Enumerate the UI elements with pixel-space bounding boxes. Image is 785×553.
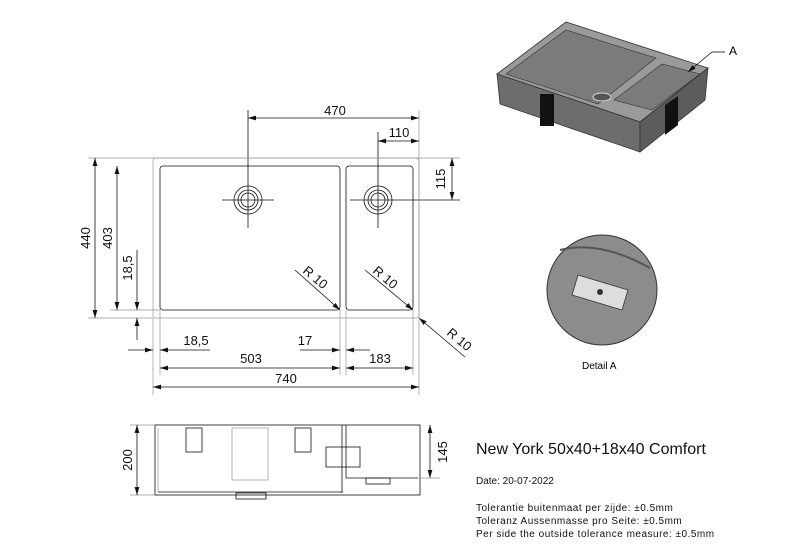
- sink-outline: [152, 157, 420, 319]
- dim-18-5-horizontal: 18,5: [183, 333, 208, 348]
- front-outline: [154, 424, 421, 496]
- drain-small-icon: [350, 132, 460, 228]
- dim-110: 110: [389, 125, 410, 140]
- tolerance-de: Toleranz Aussenmasse pro Seite: ±0.5mm: [476, 516, 683, 527]
- tolerance-en: Per side the outside tolerance measure: …: [476, 529, 715, 540]
- product-title: New York 50x40+18x40 Comfort: [476, 441, 706, 458]
- dim-145: 145: [435, 441, 450, 463]
- radius-small-bowl: R 10: [370, 263, 401, 292]
- large-bowl: [159, 165, 341, 311]
- dim-470: 470: [324, 103, 346, 118]
- callout-a: A: [729, 44, 738, 58]
- sink-3d-view: [496, 21, 725, 153]
- dim-17: 17: [298, 333, 312, 348]
- front-view: 200 145: [120, 424, 450, 500]
- dim-18-5-vertical: 18,5: [120, 255, 135, 280]
- dim-503: 503: [240, 351, 262, 366]
- tolerance-nl: Tolerantie buitenmaat per zijde: ±0.5mm: [476, 503, 674, 514]
- drawing-date: Date: 20-07-2022: [476, 476, 554, 487]
- dim-440: 440: [78, 227, 93, 249]
- drain-large-icon: [222, 110, 274, 228]
- top-view: 470 110 115 440 403 18,5 18,5 17 503 183…: [78, 103, 475, 395]
- dim-200: 200: [120, 449, 135, 471]
- dim-115: 115: [433, 169, 448, 190]
- detail-a-view: [546, 234, 658, 346]
- dim-403: 403: [100, 227, 115, 249]
- small-bowl: [345, 165, 414, 311]
- dim-740: 740: [275, 371, 297, 386]
- radius-outer: R 10: [444, 325, 475, 354]
- radius-large-bowl: R 10: [300, 263, 331, 292]
- detail-a-label: Detail A: [582, 361, 617, 372]
- dim-183: 183: [369, 351, 391, 366]
